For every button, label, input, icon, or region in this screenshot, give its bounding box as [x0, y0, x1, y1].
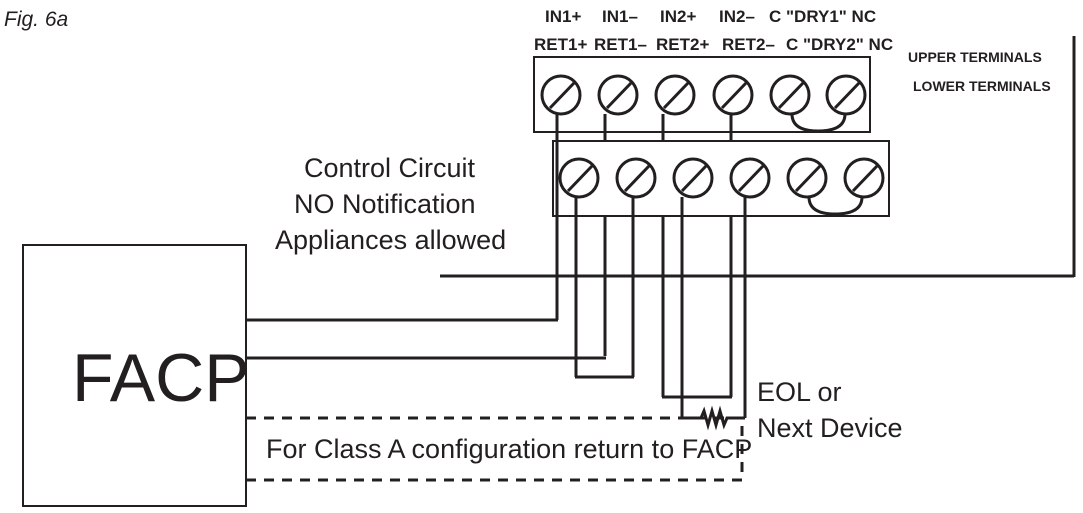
control-note-line-3: Appliances allowed	[275, 225, 506, 255]
lower-dry-contact-jumper	[807, 196, 864, 216]
class-a-return-path	[246, 416, 744, 482]
lower-label-dry2: C "DRY2" NC	[786, 35, 893, 54]
upper-label-in2-plus: IN2+	[660, 7, 696, 26]
upper-label-dry1: C "DRY1" NC	[769, 7, 876, 26]
lower-label-ret2-minus: RET2–	[722, 35, 775, 54]
class-a-note: For Class A configuration return to FACP	[266, 434, 752, 464]
upper-screw-5	[769, 74, 811, 116]
lower-screw-5	[786, 157, 828, 199]
upper-dry-contact-jumper	[790, 113, 847, 133]
lower-screw-terminals	[558, 157, 885, 199]
upper-screw-6	[825, 74, 867, 116]
upper-terminal-block	[533, 56, 871, 133]
facp-box	[22, 244, 247, 507]
control-note-line-1: Control Circuit	[304, 153, 476, 183]
lower-terminals-caption: LOWER TERMINALS	[913, 78, 1051, 94]
figure-label: Fig. 6a	[4, 8, 68, 31]
lower-screw-4	[729, 157, 771, 199]
upper-label-in1-plus: IN1+	[545, 7, 581, 26]
facp-label: FACP	[72, 340, 250, 416]
upper-label-in2-minus: IN2–	[719, 7, 755, 26]
upper-screw-1	[540, 74, 582, 116]
eol-label-line-1: EOL or	[757, 377, 842, 407]
eol-label-line-2: Next Device	[757, 413, 903, 443]
lower-screw-6	[843, 157, 885, 199]
lower-label-ret2-plus: RET2+	[656, 35, 709, 54]
upper-screw-terminals	[540, 74, 867, 116]
lower-label-ret1-minus: RET1–	[594, 35, 647, 54]
upper-screw-2	[597, 74, 639, 116]
lower-screw-1	[558, 157, 600, 199]
upper-terminals-caption: UPPER TERMINALS	[908, 49, 1042, 65]
lower-screw-3	[672, 157, 714, 199]
upper-label-in1-minus: IN1–	[602, 7, 638, 26]
lower-label-ret1-plus: RET1+	[534, 35, 587, 54]
lower-terminal-block	[552, 140, 890, 217]
upper-screw-4	[712, 74, 754, 116]
upper-screw-3	[654, 74, 696, 116]
control-note-line-2: NO Notification	[294, 189, 476, 219]
lower-screw-2	[615, 157, 657, 199]
